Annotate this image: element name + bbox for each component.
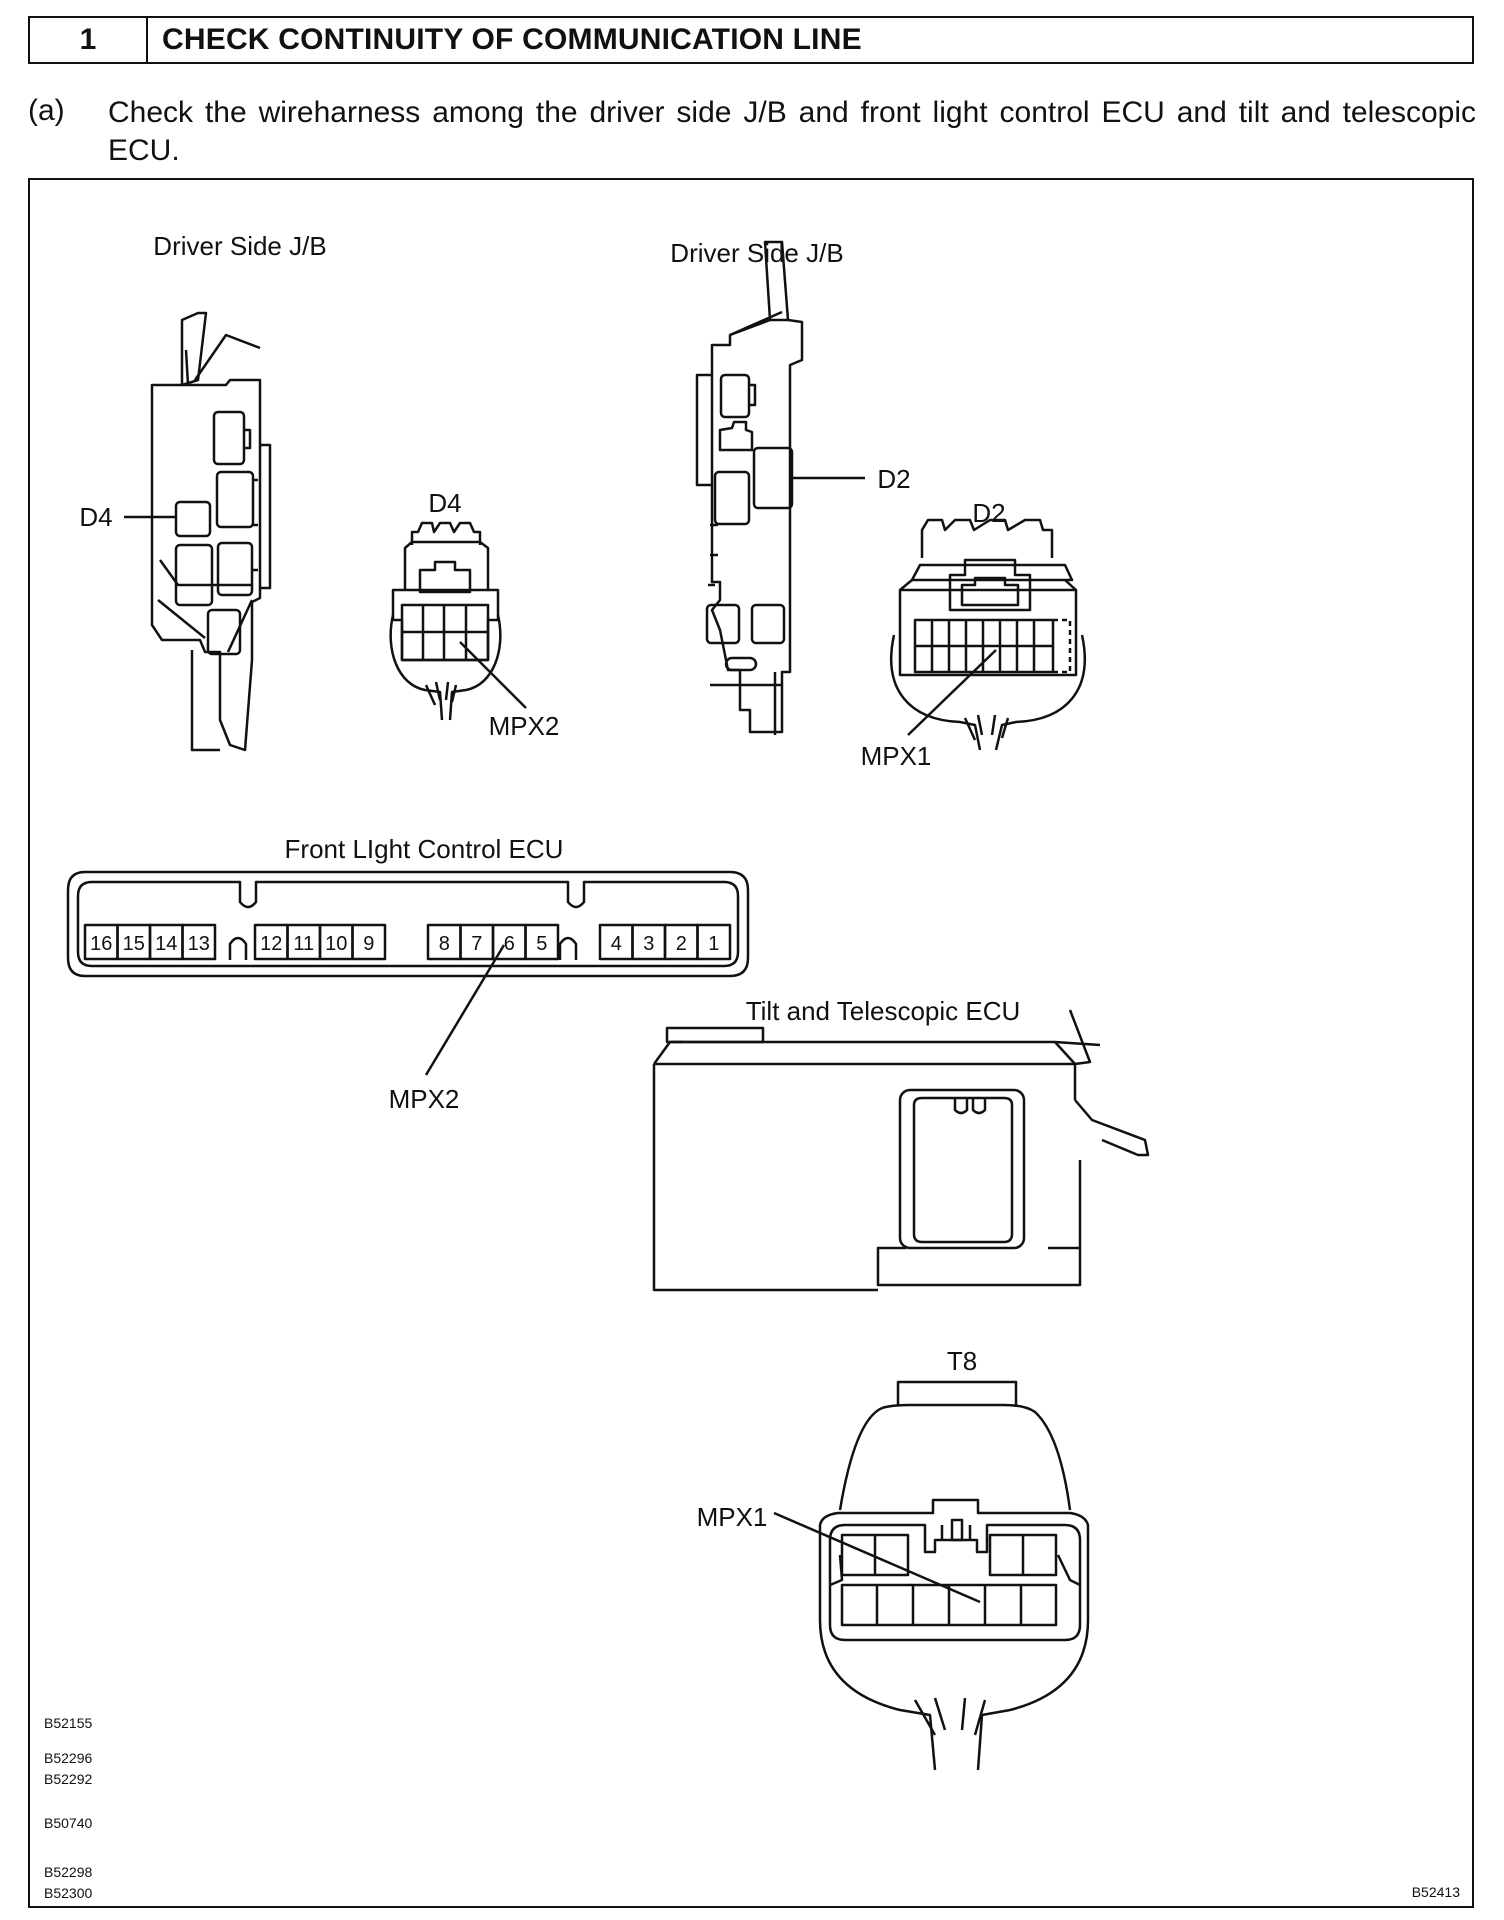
front-ecu-pin-label: 3	[643, 933, 654, 955]
d2-mpx1-leader	[907, 649, 997, 736]
t8-mpx1-label: MPX1	[697, 1502, 768, 1532]
front-ecu-pin-label: 12	[260, 933, 282, 955]
t8-mpx1-leader	[773, 1511, 981, 1604]
step-header: 1 CHECK CONTINUITY OF COMMUNICATION LINE	[28, 16, 1474, 64]
front-ecu-pin-label: 11	[293, 933, 314, 955]
instruction-label: (a)	[28, 94, 65, 127]
driver-side-jb-right-drawing	[695, 240, 804, 735]
front-ecu-pin-label: 9	[363, 933, 374, 955]
front-light-ecu-outline	[66, 870, 750, 978]
jb-left-title: Driver Side J/B	[153, 231, 326, 261]
instruction-text: Check the wireharness among the driver s…	[108, 96, 1476, 167]
front-ecu-pin-label: 1	[708, 933, 719, 955]
ref-code-3: B52292	[44, 1771, 92, 1787]
ref-code-1: B52155	[44, 1715, 92, 1731]
wiring-figure: Driver Side J/B Driver Side J/B D4 D2 D4…	[28, 178, 1474, 1908]
t8-title: T8	[947, 1346, 977, 1376]
d4-connector-title: D4	[428, 488, 461, 518]
front-mpx2-label: MPX2	[389, 1084, 460, 1114]
figure-code: B52413	[1412, 1884, 1460, 1900]
d2-callout-label: D2	[877, 464, 910, 494]
d2-connector-title: D2	[972, 498, 1005, 528]
front-mpx2-leader	[424, 944, 506, 1076]
d4-mpx2-label: MPX2	[489, 711, 560, 741]
front-ecu-pin-label: 6	[504, 933, 515, 955]
d2-connector-drawing	[889, 518, 1087, 751]
front-ecu-pin-boxes	[83, 923, 732, 961]
step-title: CHECK CONTINUITY OF COMMUNICATION LINE	[162, 23, 862, 56]
front-ecu-pin-label: 4	[611, 933, 622, 955]
front-ecu-title: Front LIght Control ECU	[285, 834, 564, 864]
front-ecu-pin-label: 14	[155, 933, 177, 955]
front-ecu-pin-cell	[696, 923, 732, 961]
connector-diagram: Driver Side J/B Driver Side J/B D4 D2 D4…	[44, 231, 1460, 1901]
driver-side-jb-left-drawing	[150, 311, 272, 752]
front-ecu-pin-cell	[181, 923, 217, 961]
tilt-ecu-title: Tilt and Telescopic ECU	[746, 996, 1021, 1026]
tilt-telescopic-ecu-drawing	[652, 1009, 1150, 1292]
front-ecu-pin-label: 16	[90, 933, 112, 955]
ref-code-2: B52296	[44, 1750, 92, 1766]
front-ecu-pin-cell	[351, 923, 387, 961]
step-number: 1	[30, 18, 148, 62]
front-ecu-pin-label: 5	[536, 933, 547, 955]
d4-mpx2-leader	[459, 641, 527, 709]
ref-code-6: B52300	[44, 1885, 92, 1901]
ref-code-5: B52298	[44, 1864, 92, 1880]
front-ecu-pin-label: 13	[188, 933, 210, 955]
front-ecu-pin-label: 15	[123, 933, 145, 955]
t8-connector-drawing	[818, 1380, 1090, 1771]
d4-connector-drawing	[389, 521, 502, 721]
d2-mpx1-label: MPX1	[861, 741, 932, 771]
jb-right-title: Driver Side J/B	[670, 238, 843, 268]
d4-callout-label: D4	[79, 502, 112, 532]
front-ecu-pin-cell	[524, 923, 560, 961]
ref-code-4: B50740	[44, 1815, 92, 1831]
front-ecu-pin-label: 10	[325, 933, 347, 955]
front-ecu-pin-label: 8	[439, 933, 450, 955]
front-ecu-pin-label: 7	[471, 933, 482, 955]
front-ecu-pin-label: 2	[676, 933, 687, 955]
